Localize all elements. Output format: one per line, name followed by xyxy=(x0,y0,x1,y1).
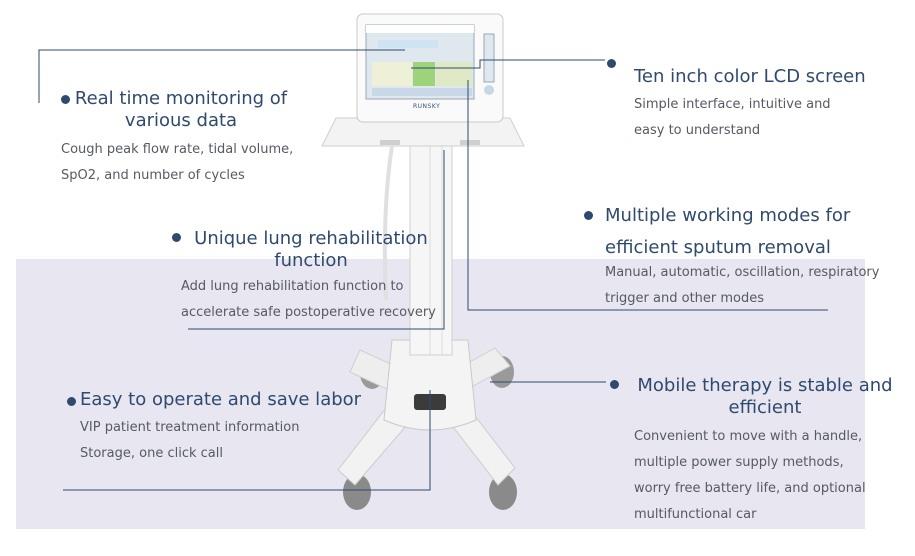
lung-rehab-description: Add lung rehabilitation function to acce… xyxy=(181,274,436,326)
lcd-desc-line2: easy to understand xyxy=(634,123,761,138)
lung-rehab-desc-line2: accelerate safe postoperative recovery xyxy=(181,305,436,320)
mobile-therapy-description: Convenient to move with a handle, multip… xyxy=(634,424,866,528)
mobile-therapy-desc-line1: Convenient to move with a handle, xyxy=(634,429,863,444)
monitoring-desc-line1: Cough peak flow rate, tidal volume, xyxy=(61,142,294,157)
monitoring-title: Real time monitoring of various data xyxy=(73,88,289,132)
monitoring-description: Cough peak flow rate, tidal volume, SpO2… xyxy=(61,137,293,189)
bullet-dot xyxy=(610,380,619,389)
monitoring-title-line1: Real time monitoring of xyxy=(74,88,288,109)
easy-operate-description: VIP patient treatment information Storag… xyxy=(80,415,299,467)
lung-rehab-desc-line1: Add lung rehabilitation function to xyxy=(181,279,404,294)
device-brand-logo: RUNSKY xyxy=(413,103,441,110)
bullet-dot xyxy=(61,95,70,104)
lcd-screen-description: Simple interface, intuitive and easy to … xyxy=(634,92,831,144)
working-modes-title-line2: efficient sputum removal xyxy=(605,237,831,258)
mobile-therapy-title-line2: efficient xyxy=(728,397,802,418)
lcd-screen-title: Ten inch color LCD screen xyxy=(634,66,866,87)
easy-operate-desc-line2: Storage, one click call xyxy=(80,446,223,461)
bullet-dot xyxy=(67,397,76,406)
mobile-therapy-title-line1: Mobile therapy is stable and xyxy=(637,375,893,396)
mobile-therapy-title: Mobile therapy is stable and efficient xyxy=(634,375,896,419)
mobile-therapy-desc-line3: worry free battery life, and optional xyxy=(634,481,866,496)
monitoring-title-line2: various data xyxy=(124,110,238,131)
lcd-desc-line1: Simple interface, intuitive and xyxy=(634,97,831,112)
working-modes-description: Manual, automatic, oscillation, respirat… xyxy=(605,260,879,312)
lung-rehab-title-line1: Unique lung rehabilitation xyxy=(194,228,428,249)
monitoring-desc-line2: SpO2, and number of cycles xyxy=(61,168,245,183)
working-modes-title-line1: Multiple working modes for xyxy=(605,205,851,226)
mobile-therapy-desc-line2: multiple power supply methods, xyxy=(634,455,844,470)
working-modes-desc-line2: trigger and other modes xyxy=(605,291,765,306)
bullet-dot xyxy=(607,59,616,68)
bullet-dot xyxy=(172,233,181,242)
working-modes-title: Multiple working modes for efficient spu… xyxy=(605,200,850,264)
lung-rehab-title: Unique lung rehabilitation function xyxy=(188,228,434,272)
working-modes-desc-line1: Manual, automatic, oscillation, respirat… xyxy=(605,265,880,280)
bullet-dot xyxy=(584,211,593,220)
mobile-therapy-desc-line4: multifunctional car xyxy=(634,507,757,522)
easy-operate-desc-line1: VIP patient treatment information xyxy=(80,420,300,435)
lung-rehab-title-line2: function xyxy=(274,250,348,271)
easy-operate-title: Easy to operate and save labor xyxy=(80,389,362,410)
